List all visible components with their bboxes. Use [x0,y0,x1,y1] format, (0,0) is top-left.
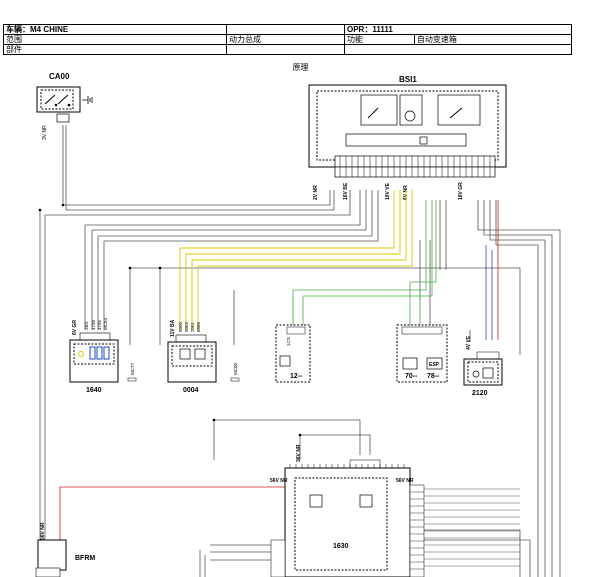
c12-component[interactable]: 1CS 12-- [275,324,311,383]
red-wires [59,200,499,540]
yellow-wires [179,190,413,330]
c1640-component[interactable]: 6V GR 2BS 4790 4795 MC84 1640 MC77 [69,317,137,394]
c2120-component[interactable]: 4V VE 2120 [463,335,503,397]
ca00-wire: 3V NR [42,125,48,140]
svg-text:1CS: 1CS [286,337,291,346]
c1630-left-wire: 56V NR [270,478,288,484]
c1630-top-wire: 36V NR [296,444,302,462]
c1630-label: 1630 [333,543,349,550]
bfrm-component[interactable]: 56V NR BFRM [35,522,95,577]
svg-text:MC84: MC84 [103,317,108,330]
bsi1-label: BSI1 [399,75,417,84]
bsi1-conn-1: 2V NR [313,185,319,200]
bsi1-conn-5: 16V GR [458,182,464,200]
c1630-right-wire: 56V NR [396,478,414,484]
c0004-component[interactable]: 11V BA 9000 9003 2001 8866 0004 MC00 [167,319,240,394]
bsi1-conn-3: 16V VE [385,182,391,200]
c2120-label: 2120 [472,390,488,397]
header-table: 车辆：M4 CHINE OPR：11111 范围 动力总成 功能 自动变速箱 部… [3,24,573,55]
ca00-component[interactable]: CA00 3V NR [36,72,93,140]
c1630-component[interactable]: 36V NR 1630 56V NR 56V NR [270,444,520,577]
svg-text:MC00: MC00 [233,362,238,375]
svg-text:9003: 9003 [184,321,189,332]
c70-label: 70-- [405,373,418,380]
svg-text:2001: 2001 [190,321,195,332]
ca00-label: CA00 [49,72,70,81]
green-wires [292,200,437,325]
c2120-wire: 4V VE [466,335,472,350]
svg-text:4795: 4795 [97,319,102,330]
svg-text:MC77: MC77 [130,362,135,375]
junction-dots [38,203,302,437]
c78-label: 78-- [427,373,440,380]
svg-text:9000: 9000 [178,321,183,332]
esp-tag: ESP [429,362,440,368]
c1640-label: 1640 [86,387,102,394]
blue-wires [485,245,493,340]
svg-text:4790: 4790 [91,319,96,330]
c1640-wire: 6V GR [72,320,78,335]
bfrm-wire: 56V NR [40,522,46,540]
c12-label: 12-- [290,373,303,380]
svg-text:2BS: 2BS [84,321,89,330]
c70-c78-component[interactable]: ESP 70-- 78-- [396,324,448,383]
c0004-wire: 11V BA [170,319,176,337]
c0004-label: 0004 [183,387,199,394]
svg-text:8866: 8866 [196,321,201,332]
bsi1-component[interactable]: BSI1 2V NR 16V BE 16V VE 6V NR 16V GR [308,75,507,200]
bsi1-conn-2: 16V BE [343,182,349,200]
bfrm-label: BFRM [75,555,95,562]
wire-bundle [39,125,561,577]
section-title: 原理 [292,63,309,72]
part-value-right [344,44,572,55]
